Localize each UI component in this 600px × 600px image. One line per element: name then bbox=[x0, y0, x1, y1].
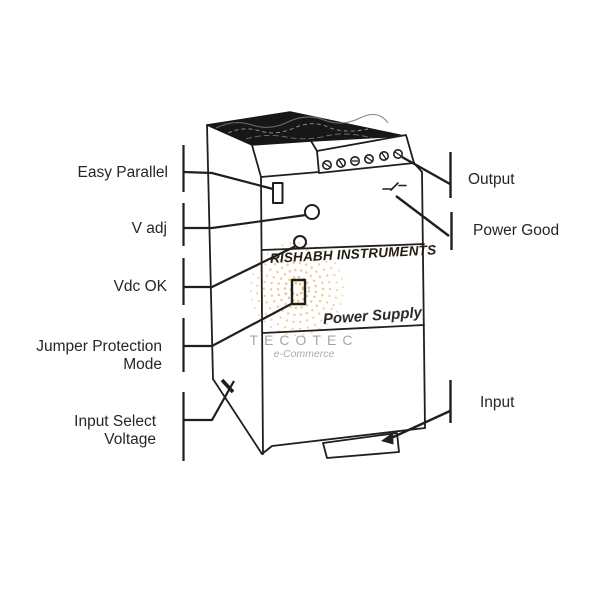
terminal-screws bbox=[321, 149, 403, 171]
v-adj-potentiometer bbox=[304, 204, 320, 220]
front-band-line-bottom bbox=[262, 324, 425, 334]
callout-power-good-line bbox=[395, 195, 450, 237]
callout-input-line bbox=[388, 409, 451, 441]
input-select-target-tick bbox=[220, 378, 235, 394]
callout-input-select-line bbox=[183, 380, 235, 422]
device-right-edge bbox=[421, 171, 426, 429]
watermark-spiral-logo bbox=[249, 241, 345, 337]
output-dc-symbol bbox=[382, 182, 407, 191]
watermark-tagline: e-Commerce bbox=[273, 348, 335, 360]
label-input-select-voltage: Input Select Voltage bbox=[74, 413, 156, 448]
easy-parallel-connector bbox=[272, 182, 284, 204]
label-input: Input bbox=[480, 394, 515, 411]
callout-lines-right bbox=[381, 152, 453, 445]
device-band-corner bbox=[310, 140, 318, 152]
label-power-good: Power Good bbox=[473, 222, 560, 239]
label-output: Output bbox=[468, 171, 515, 188]
callout-output-line bbox=[401, 155, 451, 186]
device-bottom-left-slope bbox=[212, 378, 263, 455]
vdc-ok-led bbox=[293, 235, 307, 249]
device-left-edge bbox=[206, 124, 214, 380]
device-bottom-edge bbox=[261, 427, 426, 455]
device-band-edge bbox=[260, 171, 320, 178]
label-v-adj: V adj bbox=[131, 220, 167, 237]
terminal-strip bbox=[316, 134, 415, 174]
label-easy-parallel: Easy Parallel bbox=[77, 164, 168, 181]
device-din-foot bbox=[322, 432, 400, 459]
callout-jumper-line bbox=[183, 302, 294, 348]
callout-v-adj-line bbox=[183, 213, 307, 230]
input-arrowhead bbox=[381, 432, 394, 445]
jumper-protection-slot bbox=[290, 278, 307, 306]
label-vdc-ok: Vdc OK bbox=[113, 278, 167, 295]
top-vent-grille bbox=[206, 111, 405, 146]
callout-vdc-ok-line bbox=[183, 245, 297, 289]
device-front-left-edge bbox=[251, 144, 264, 455]
label-jumper-protection-mode: Jumper Protection Mode bbox=[36, 338, 162, 373]
callout-lines-left bbox=[182, 145, 307, 461]
callout-easy-parallel-line bbox=[182, 170, 274, 191]
watermark-name: TECOTEC bbox=[249, 332, 359, 348]
